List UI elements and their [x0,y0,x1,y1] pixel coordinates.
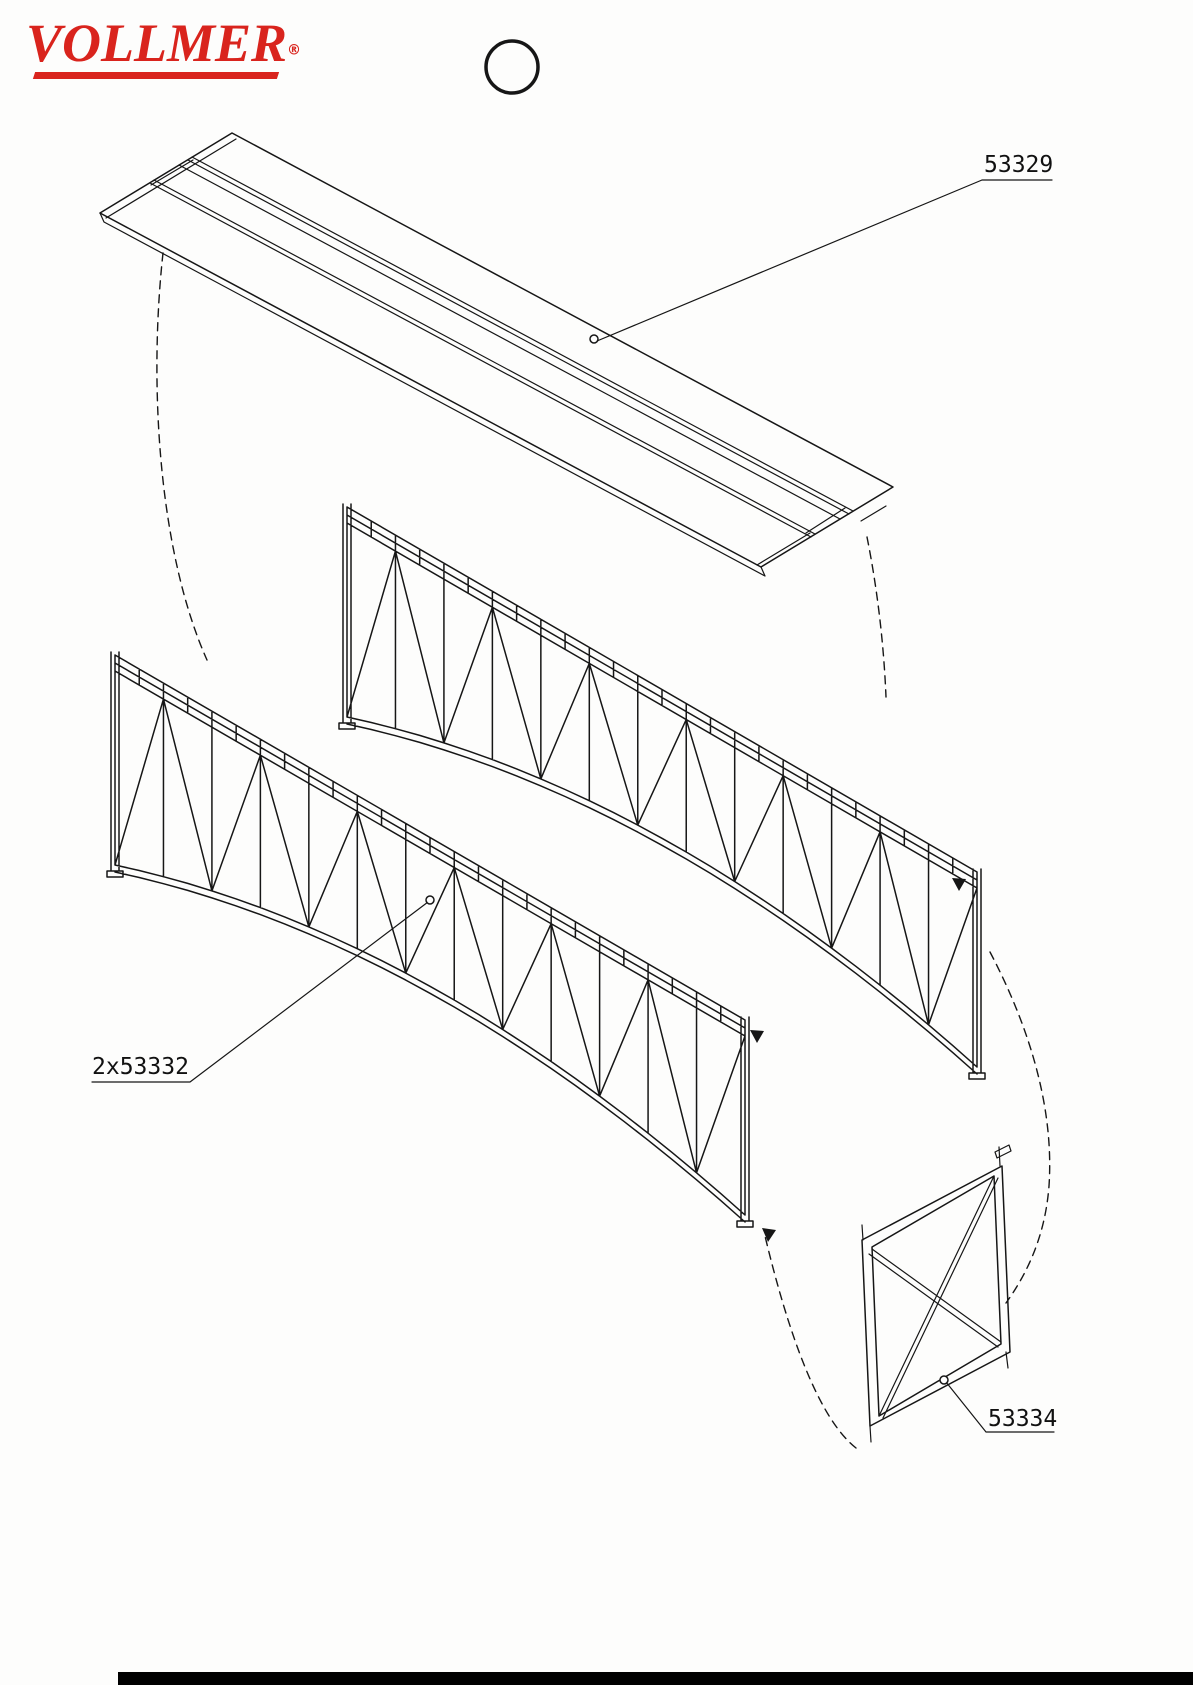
leader-dot-deck [589,334,599,344]
arrow-icon [750,1030,764,1043]
assembly-guide-lines [156,252,1051,1449]
part-label-support: 53334 [988,1406,1057,1432]
leader-deck [596,179,1053,342]
registered-trademark-icon: ® [287,42,302,59]
leader-dot-support [939,1375,949,1385]
guide-curve-to-support [989,951,1051,1304]
deck-end-details [150,159,887,566]
part-label-girders: 2x53332 [92,1054,189,1080]
assembly-arrows [750,878,966,1242]
truss-girder-front-drawing [106,651,754,1228]
deck-outline [99,132,894,568]
support-frame-outline [861,1165,1011,1427]
step-number-circle [484,39,540,95]
deck-thickness-edges [99,138,766,577]
deck-channel-lines [149,156,854,538]
scan-edge-artifact [118,1672,1193,1685]
vollmer-logo: VOLLMER® [26,16,301,79]
deck-part-drawing [99,132,894,577]
guide-curve-left [156,252,208,661]
support-cross-braces [868,1175,1002,1419]
leader-dot-girder [425,895,435,905]
arrow-icon [762,1228,776,1242]
leader-support [945,1381,1055,1433]
brand-name: VOLLMER [26,13,288,73]
part-label-deck: 53329 [984,152,1053,178]
leader-girder [91,901,429,1083]
arrow-icon [952,878,966,891]
support-post-tabs [861,1144,1012,1443]
guide-curve-support-to-girder [764,1235,857,1449]
guide-curve-deck-right [866,536,887,698]
leader-lines [91,179,1055,1433]
end-support-drawing [861,1144,1012,1443]
truss-girder-rear-drawing [338,503,986,1080]
